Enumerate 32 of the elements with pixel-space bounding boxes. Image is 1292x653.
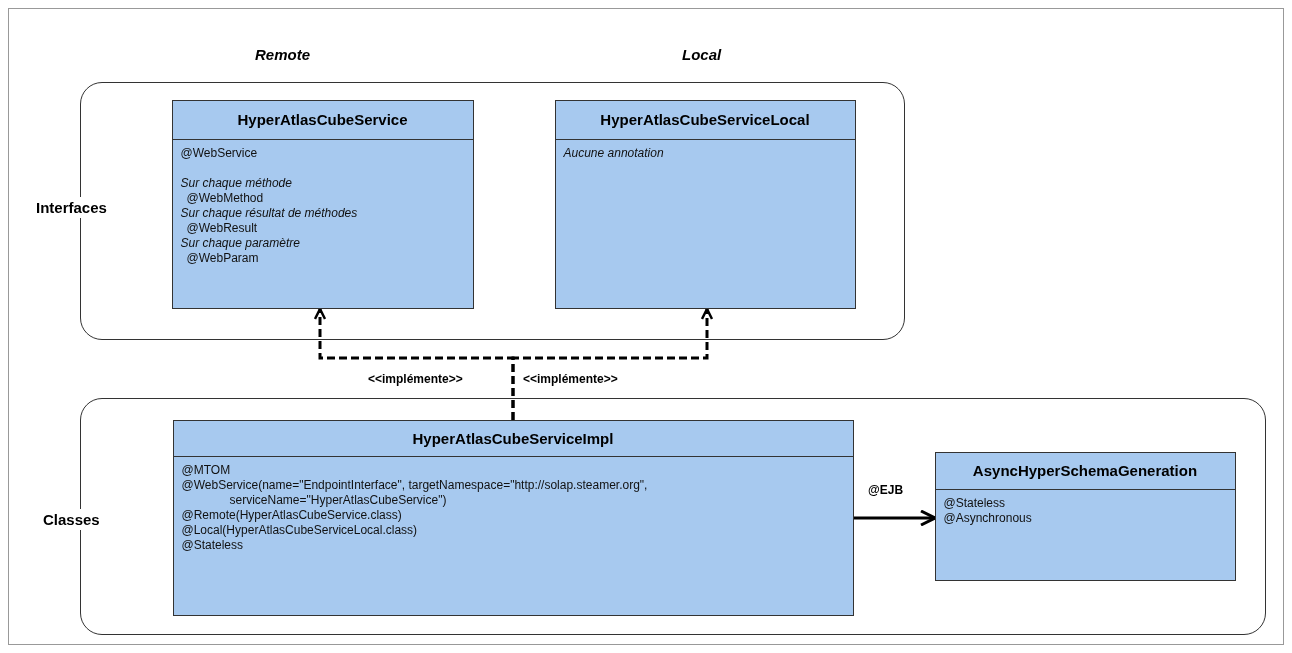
note-text: Sur chaque paramètre (180, 235, 301, 251)
edge-label: <<implémente>> (366, 372, 465, 386)
class-box (172, 419, 854, 616)
annotation-text: @WebMethod (185, 190, 265, 206)
class-box (934, 451, 1236, 581)
column-heading: Remote (255, 46, 310, 63)
class-name: AsyncHyperSchemaGeneration (935, 452, 1235, 490)
annotation-text: @Local(HyperAtlasCubeServiceLocal.class) (181, 522, 419, 538)
annotation-text: @WebService (180, 145, 259, 161)
class-name: HyperAtlasCubeService (172, 100, 473, 140)
annotation-text: @Stateless (943, 495, 1007, 511)
class-name: HyperAtlasCubeServiceImpl (173, 420, 853, 457)
annotation-text: @Remote(HyperAtlasCubeService.class) (181, 507, 403, 523)
annotation-text: @MTOM (181, 462, 232, 478)
annotation-text: @WebService(name="EndpointInterface", targetNamespace="http://solap.steamer.org", serviceName="HyperAtlasCubeService") (181, 477, 649, 508)
edge-label: <<implémente>> (521, 372, 620, 386)
group-label: Interfaces (34, 197, 109, 218)
class-name: HyperAtlasCubeServiceLocal (555, 100, 855, 140)
note-text: Sur chaque résultat de méthodes (180, 205, 359, 221)
arrow (511, 307, 714, 420)
annotation-text: @Stateless (181, 537, 245, 553)
note-text: Aucune annotation (563, 145, 665, 161)
note-text: Sur chaque méthode (180, 175, 293, 191)
edge-label: @EJB (866, 483, 906, 497)
class-box (171, 99, 474, 309)
group-label: Classes (41, 509, 102, 530)
annotation-text: @WebResult (185, 220, 259, 236)
column-heading: Local (682, 46, 722, 63)
arrow (854, 509, 937, 527)
class-box (554, 99, 856, 309)
annotation-text: @WebParam (185, 250, 260, 266)
annotation-text: @Asynchronous (943, 510, 1033, 526)
